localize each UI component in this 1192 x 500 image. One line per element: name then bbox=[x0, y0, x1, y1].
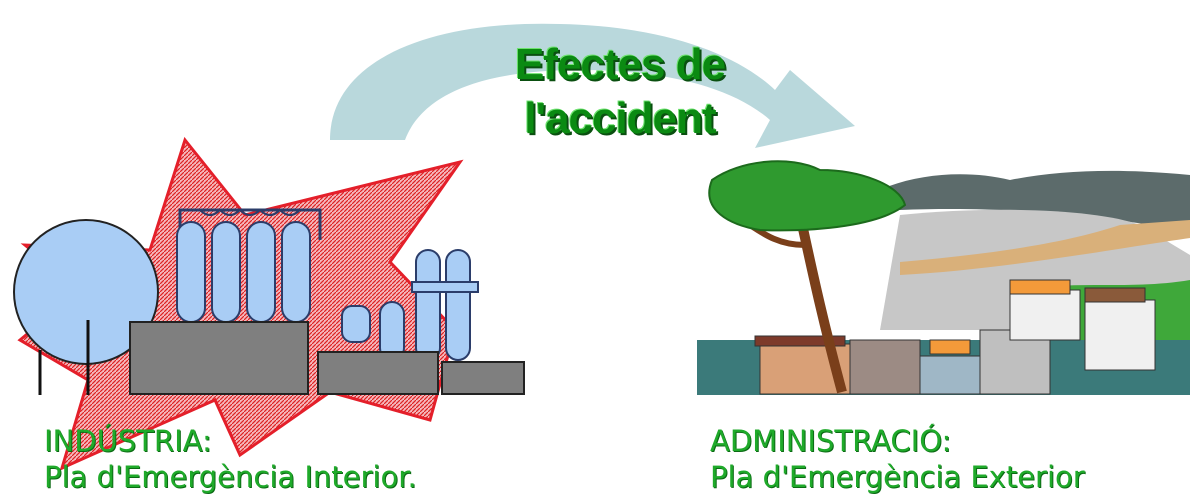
effects-arrow bbox=[330, 23, 855, 148]
landscape-illustration bbox=[697, 160, 1190, 395]
arrow-title-line2: l'accident bbox=[524, 94, 716, 143]
arrow-title-line1: Efectes de bbox=[514, 40, 726, 89]
administration-plan: Pla d'Emergència Exterior bbox=[710, 460, 1085, 494]
industry-plan: Pla d'Emergència Interior. bbox=[44, 460, 417, 494]
administration-title: ADMINISTRACIÓ: bbox=[710, 424, 952, 458]
spherical-tank bbox=[13, 219, 159, 365]
industry-illustration bbox=[13, 136, 525, 471]
industry-title: INDÚSTRIA: bbox=[44, 424, 212, 458]
